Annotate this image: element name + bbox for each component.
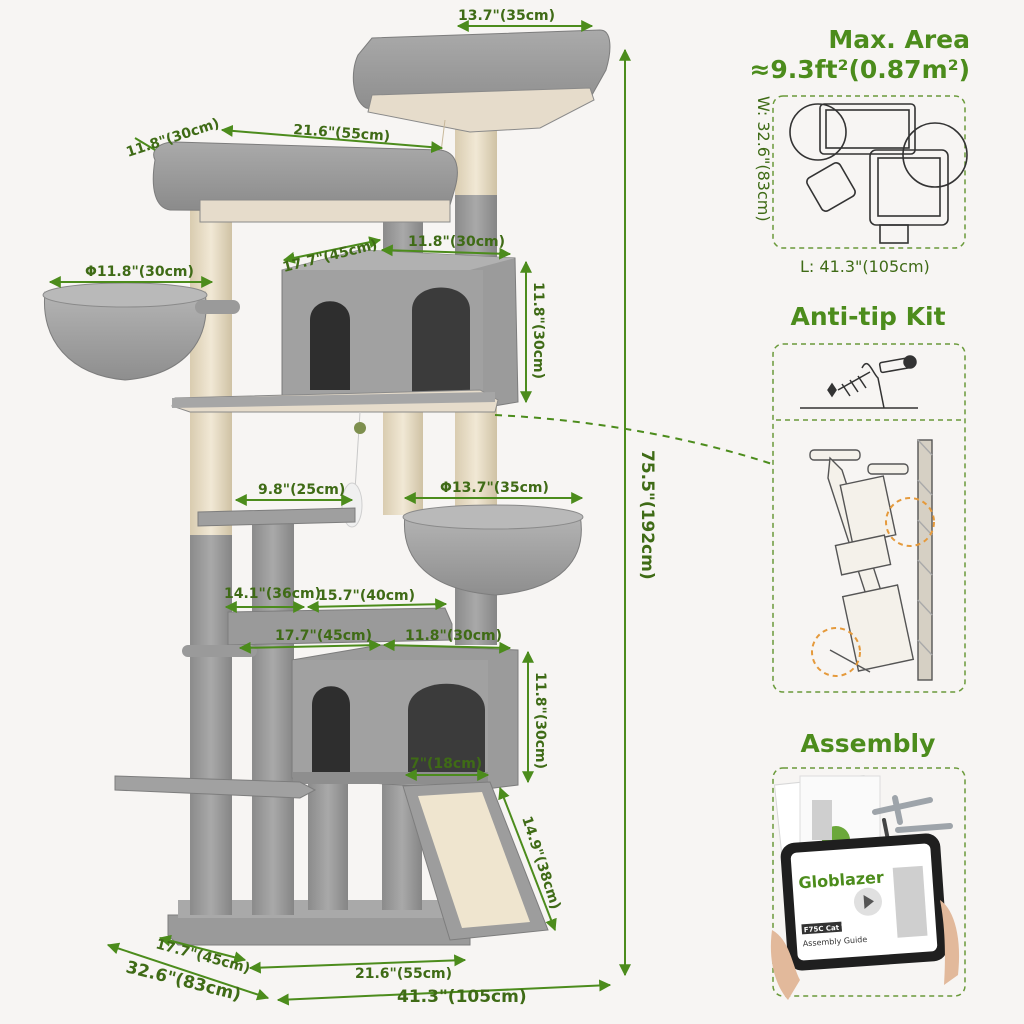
dim-base-width: 21.6"(55cm) bbox=[355, 966, 452, 982]
dim-condo-bottom-height: 11.8"(30cm) bbox=[532, 672, 548, 769]
dim-small-platform: 9.8"(25cm) bbox=[258, 482, 345, 498]
dim-total-height: 75.5"(192cm) bbox=[637, 450, 657, 580]
base-platform bbox=[167, 914, 471, 946]
max-area-value: ≈9.3ft²(0.87m²) bbox=[749, 55, 970, 84]
play-icon bbox=[863, 895, 874, 909]
cat-tree-illustration bbox=[42, 29, 611, 946]
low-platform bbox=[114, 775, 317, 799]
max-area-title: Max. Area bbox=[828, 25, 970, 54]
upper-platform bbox=[152, 141, 458, 213]
dim-condo-top-depth: 11.8"(30cm) bbox=[408, 234, 505, 250]
basket-top bbox=[43, 291, 207, 381]
max-area-panel: Max. Area ≈9.3ft²(0.87m²) W: 32.6"(83cm)… bbox=[749, 25, 970, 276]
max-area-width-label: W: 32.6"(83cm) bbox=[754, 96, 773, 222]
dim-condo-bottom-depth: 11.8"(30cm) bbox=[405, 628, 502, 644]
post-bottom-mid bbox=[252, 520, 294, 915]
dim-basket-mid-diameter: Φ13.7"(35cm) bbox=[440, 480, 549, 496]
dim-upper-platform-width: 21.6"(55cm) bbox=[293, 122, 391, 145]
dim-condo-top-height: 11.8"(30cm) bbox=[530, 282, 546, 379]
post-bottom-center bbox=[308, 780, 348, 910]
anti-tip-mount-highlight bbox=[885, 497, 935, 547]
assembly-title: Assembly bbox=[801, 729, 936, 758]
post-bottom-left bbox=[190, 530, 232, 915]
ledge-small-left bbox=[182, 645, 257, 657]
small-platform bbox=[197, 507, 356, 527]
tablet-illustration: Globlazer F75C Cat Tree Assembly Guide bbox=[770, 833, 960, 1000]
footprint-diagram bbox=[789, 103, 968, 244]
anti-tip-hardware-icon bbox=[800, 355, 918, 409]
tools-icon bbox=[872, 795, 953, 842]
anti-tip-tree-illustration bbox=[809, 439, 933, 681]
dim-ledge-left: 14.1"(36cm) bbox=[224, 586, 321, 602]
dim-ramp-width: 7"(18cm) bbox=[410, 756, 482, 772]
anti-tip-base-highlight bbox=[811, 627, 861, 677]
dim-overall-width: 41.3"(105cm) bbox=[397, 987, 527, 1007]
dim-basket-top-diameter: Φ11.8"(30cm) bbox=[85, 264, 194, 280]
assembly-panel: Assembly Globlazer F75C Cat Tree Assembl… bbox=[770, 729, 966, 1000]
dimension-lines bbox=[48, 20, 776, 1006]
assembly-guide-title: F75C Cat Tree bbox=[804, 922, 859, 934]
condo-bottom bbox=[291, 644, 519, 791]
dim-condo-bottom-width: 17.7"(45cm) bbox=[275, 628, 372, 644]
dim-top-perch-width: 13.7"(35cm) bbox=[458, 8, 555, 24]
anti-tip-kit-panel: Anti-tip Kit bbox=[772, 302, 966, 693]
basket-mid bbox=[403, 514, 582, 596]
dim-ledge-right: 15.7"(40cm) bbox=[318, 588, 415, 604]
condo-top bbox=[281, 249, 519, 411]
anti-tip-title: Anti-tip Kit bbox=[790, 302, 945, 331]
max-area-length-label: L: 41.3"(105cm) bbox=[800, 257, 930, 276]
sisal-post-left bbox=[190, 205, 232, 535]
